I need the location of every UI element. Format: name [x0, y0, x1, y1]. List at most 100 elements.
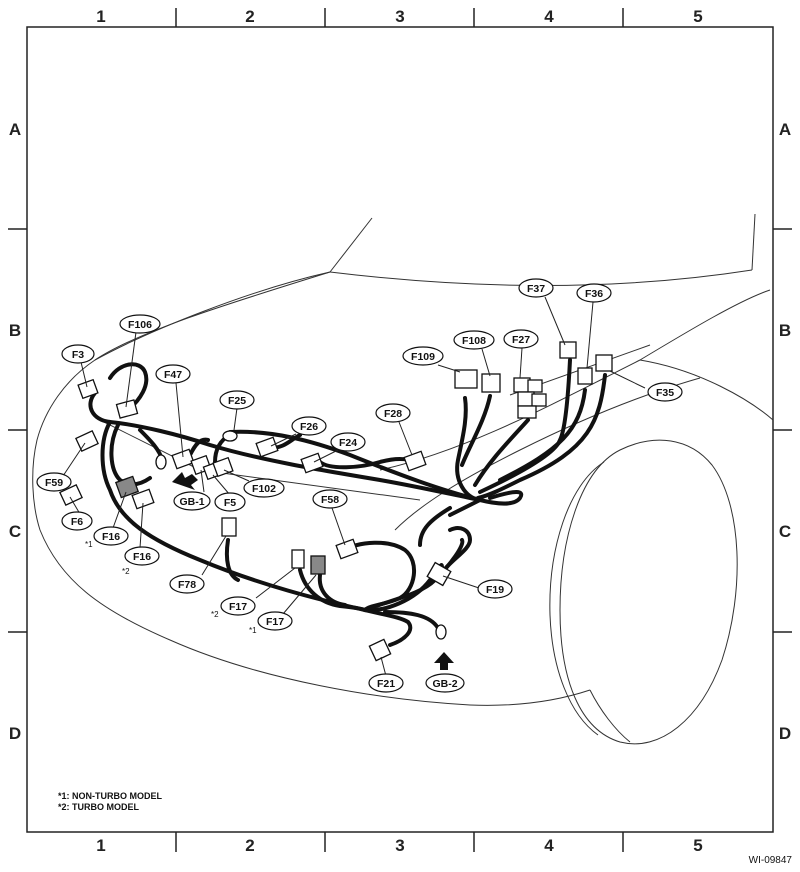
col-label-top-5: 5 [693, 7, 702, 26]
connector-f108 [481, 373, 501, 393]
connector-f109 [454, 369, 478, 389]
callout-f16-nonturbo: F16 [93, 526, 129, 546]
row-label-right-b: B [779, 321, 791, 340]
col-label-top-2: 2 [245, 7, 254, 26]
svg-text:F26: F26 [300, 421, 318, 433]
leader-lines [62, 296, 646, 677]
svg-text:F24: F24 [339, 437, 357, 449]
callouts: F3 F106 F47 F25 F26 F24 F28 F109 [36, 278, 683, 693]
column-ticks [175, 8, 624, 852]
ground-ring-gb1 [155, 454, 167, 470]
callout-gb2: GB-2 [425, 673, 465, 693]
callout-f58: F58 [312, 489, 348, 509]
svg-text:GB-2: GB-2 [432, 678, 457, 690]
col-label-top-3: 3 [395, 7, 404, 26]
marker-star1-f17: *1 [249, 626, 257, 635]
svg-text:F5: F5 [224, 497, 236, 509]
connectors [59, 341, 613, 662]
row-label-right-a: A [779, 120, 791, 139]
col-label-bottom-3: 3 [395, 836, 404, 855]
wiring-harness [88, 358, 607, 647]
connector-f17-turbo [291, 549, 305, 569]
svg-text:F59: F59 [45, 477, 63, 489]
svg-text:F102: F102 [252, 483, 276, 495]
svg-text:F27: F27 [512, 334, 530, 346]
col-label-bottom-1: 1 [96, 836, 105, 855]
grid-labels: 1 2 3 4 5 1 2 3 4 5 A B C D A B C D [9, 7, 791, 855]
callout-f106: F106 [119, 314, 161, 334]
col-label-bottom-5: 5 [693, 836, 702, 855]
connector-f28 [403, 450, 427, 472]
connector-f27-4 [531, 393, 547, 407]
row-ticks [8, 228, 792, 633]
svg-text:F3: F3 [72, 349, 84, 361]
callout-f19: F19 [477, 579, 513, 599]
callout-f25: F25 [219, 390, 255, 410]
ground-ring-gb2 [435, 624, 447, 640]
connector-f16-nonturbo [114, 475, 140, 499]
connector-f26 [255, 436, 279, 458]
svg-text:F37: F37 [527, 283, 545, 295]
svg-text:F106: F106 [128, 319, 152, 331]
connector-f59 [75, 429, 99, 453]
callout-f16-turbo: F16 [124, 546, 160, 566]
ground-terminals [155, 430, 447, 640]
svg-text:F78: F78 [178, 579, 196, 591]
callout-f35: F35 [647, 382, 683, 402]
callout-f102: F102 [243, 478, 285, 498]
marker-star2-f17: *2 [211, 610, 219, 619]
svg-text:F16: F16 [102, 531, 120, 543]
arrow-gb2 [434, 652, 454, 670]
model-notes: *1: NON-TURBO MODEL *2: TURBO MODEL [58, 791, 162, 812]
svg-text:F16: F16 [133, 551, 151, 563]
note-turbo: *2: TURBO MODEL [58, 802, 140, 812]
svg-text:F35: F35 [656, 387, 674, 399]
callout-f3: F3 [61, 344, 95, 364]
svg-text:GB-1: GB-1 [179, 496, 204, 508]
connector-f21 [368, 638, 392, 662]
svg-text:F28: F28 [384, 408, 402, 420]
callout-f78: F78 [169, 574, 205, 594]
svg-text:F36: F36 [585, 288, 603, 300]
row-label-left-b: B [9, 321, 21, 340]
callout-f6: F6 [61, 511, 93, 531]
marker-star2-f16: *2 [122, 567, 130, 576]
connector-f106 [115, 399, 139, 419]
callout-f36: F36 [576, 283, 612, 303]
car-body-outline [32, 213, 774, 745]
callout-f24: F24 [330, 432, 366, 452]
callout-f5: F5 [214, 492, 246, 512]
connector-f78 [221, 517, 237, 537]
callout-f26: F26 [291, 416, 327, 436]
svg-text:F17: F17 [229, 601, 247, 613]
connector-f47 [171, 448, 195, 470]
connector-f19 [426, 561, 452, 587]
ground-ring-f25 [222, 430, 238, 442]
callout-f27: F27 [503, 329, 539, 349]
row-label-right-d: D [779, 724, 791, 743]
svg-text:F109: F109 [411, 351, 435, 363]
callout-f109: F109 [402, 346, 444, 366]
figure-code: WI-09847 [749, 855, 793, 866]
connector-f6 [59, 483, 83, 507]
row-label-left-d: D [9, 724, 21, 743]
col-label-top-4: 4 [544, 7, 554, 26]
connector-f16-turbo [131, 488, 155, 510]
callout-gb1: GB-1 [173, 491, 211, 511]
row-label-right-c: C [779, 522, 791, 541]
callout-f28: F28 [375, 403, 411, 423]
callout-f108: F108 [453, 330, 495, 350]
connector-f27-5 [517, 405, 537, 419]
callout-f17-nonturbo: F17 [257, 611, 293, 631]
svg-text:F21: F21 [377, 678, 395, 690]
callout-f17-turbo: F17 [220, 596, 256, 616]
connector-f27-2 [527, 379, 543, 393]
callout-f47: F47 [155, 364, 191, 384]
svg-text:F19: F19 [486, 584, 504, 596]
svg-text:F17: F17 [266, 616, 284, 628]
svg-text:F6: F6 [71, 516, 83, 528]
callout-f37: F37 [518, 278, 554, 298]
svg-text:F58: F58 [321, 494, 339, 506]
col-label-top-1: 1 [96, 7, 105, 26]
